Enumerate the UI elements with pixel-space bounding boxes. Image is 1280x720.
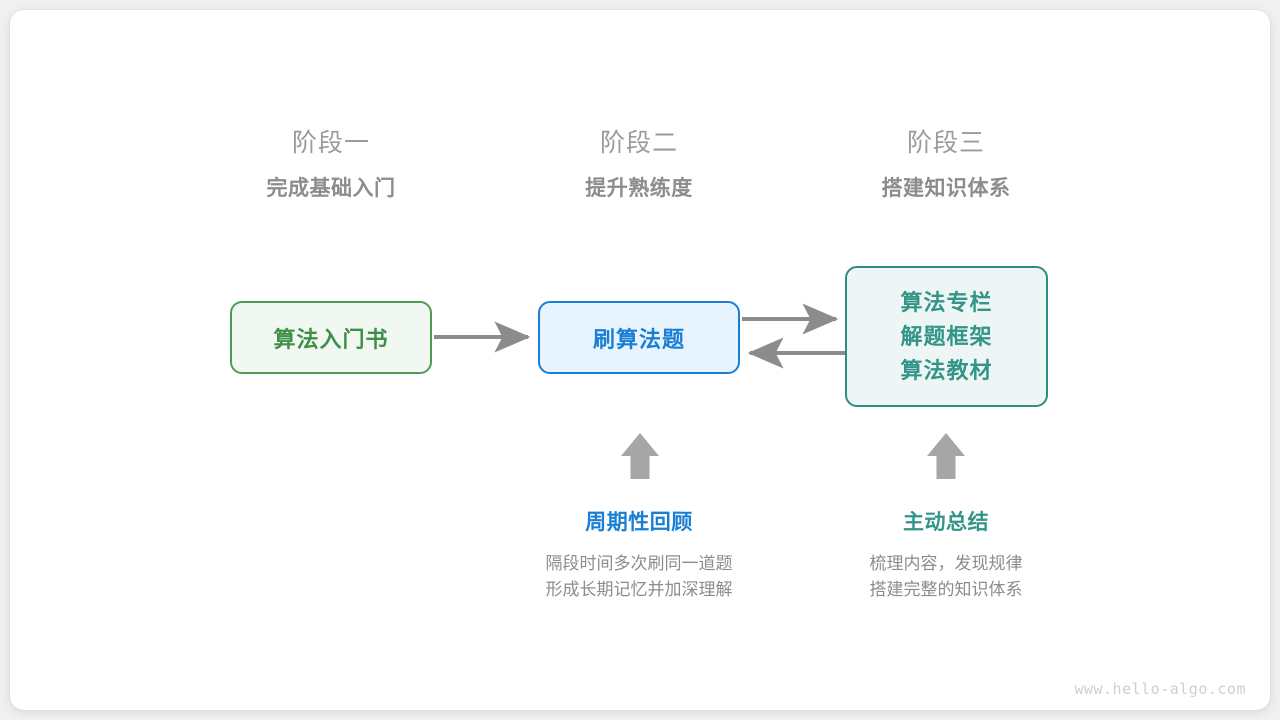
- caption-active-summary-desc-line-2: 搭建完整的知识体系: [869, 580, 1023, 599]
- stage-header-1: 阶段一 完成基础入门: [211, 126, 451, 204]
- stage-1-goal: 完成基础入门: [266, 177, 396, 200]
- caption-periodic-review-desc-line-1: 隔段时间多次刷同一道题: [545, 554, 733, 573]
- stage-3-name: 阶段三: [906, 129, 985, 157]
- caption-active-summary-desc-line-1: 梳理内容，发现规律: [869, 554, 1023, 573]
- caption-active-summary-desc: 梳理内容，发现规律 搭建完整的知识体系: [796, 551, 1096, 603]
- caption-active-summary: 主动总结 梳理内容，发现规律 搭建完整的知识体系: [796, 509, 1096, 603]
- node-resources-line-1: 算法专栏: [900, 289, 993, 315]
- node-beginner-book-label: 算法入门书: [273, 326, 389, 352]
- node-resources-line-3: 算法教材: [900, 357, 993, 383]
- stage-2-goal: 提升熟练度: [585, 177, 693, 200]
- site-watermark: www.hello-algo.com: [1074, 680, 1246, 698]
- node-practice-problems[interactable]: 刷算法题: [538, 301, 740, 374]
- caption-active-summary-title: 主动总结: [903, 511, 989, 534]
- stage-1-name: 阶段一: [291, 129, 370, 157]
- node-practice-problems-label: 刷算法题: [592, 326, 685, 352]
- caption-periodic-review-desc: 隔段时间多次刷同一道题 形成长期记忆并加深理解: [489, 551, 789, 603]
- caption-periodic-review-desc-line-2: 形成长期记忆并加深理解: [545, 580, 733, 599]
- stage-header-2: 阶段二 提升熟练度: [519, 126, 759, 204]
- stage-3-goal: 搭建知识体系: [881, 177, 1011, 200]
- stage-header-3: 阶段三 搭建知识体系: [826, 126, 1066, 204]
- node-resources-line-2: 解题框架: [900, 323, 993, 349]
- node-beginner-book[interactable]: 算法入门书: [230, 301, 432, 374]
- caption-periodic-review: 周期性回顾 隔段时间多次刷同一道题 形成长期记忆并加深理解: [489, 509, 789, 603]
- caption-periodic-review-title: 周期性回顾: [585, 511, 693, 534]
- stage-2-name: 阶段二: [599, 129, 678, 157]
- node-learning-resources[interactable]: 算法专栏 解题框架 算法教材: [845, 266, 1048, 407]
